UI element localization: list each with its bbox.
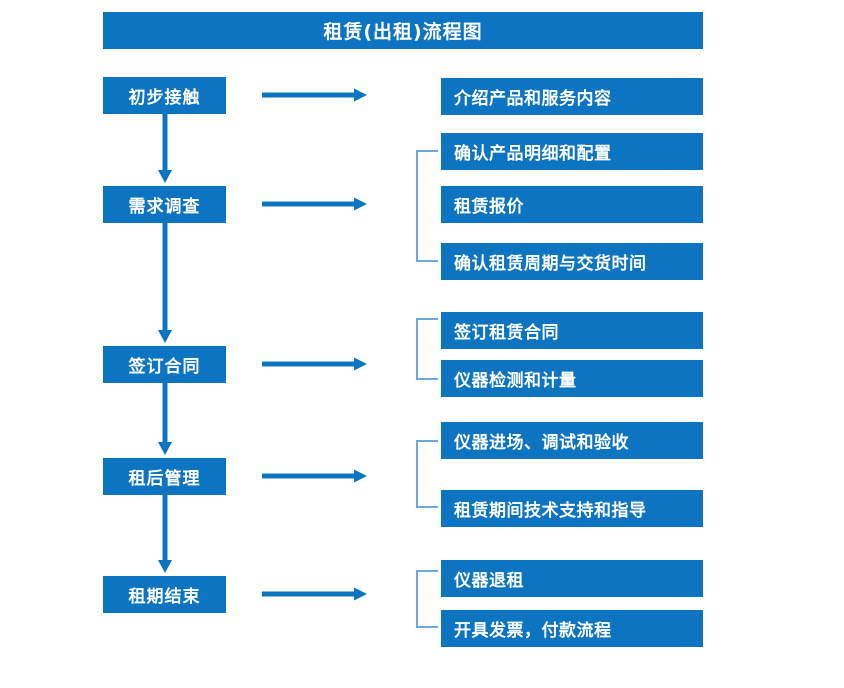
detail-box-instrument-return[interactable]: 仪器退租: [441, 560, 703, 597]
right-arrow-icon: [262, 354, 368, 374]
detail-label: 租赁报价: [454, 197, 524, 217]
stage-label: 签订合同: [128, 357, 201, 377]
stage-label: 租后管理: [128, 469, 201, 489]
right-arrow-icon: [262, 194, 368, 214]
detail-label: 租赁期间技术支持和指导: [454, 501, 647, 521]
detail-box-confirm-period-delivery[interactable]: 确认租赁周期与交货时间: [441, 243, 703, 280]
detail-box-introduce-products[interactable]: 介绍产品和服务内容: [441, 78, 703, 115]
stage-label: 初步接触: [128, 88, 201, 108]
detail-box-technical-support[interactable]: 租赁期间技术支持和指导: [441, 490, 703, 527]
detail-box-instrument-inspection[interactable]: 仪器检测和计量: [441, 360, 703, 397]
group-bracket-lease-end: [416, 570, 438, 628]
detail-box-instrument-installation[interactable]: 仪器进场、调试和验收: [441, 422, 703, 459]
group-bracket-needs-survey: [416, 150, 438, 262]
down-arrow-icon: [155, 223, 175, 344]
stage-box-post-rental-management[interactable]: 租后管理: [103, 458, 226, 495]
down-arrow-icon: [155, 495, 175, 574]
detail-label: 确认租赁周期与交货时间: [454, 254, 647, 274]
right-arrow-icon: [262, 584, 368, 604]
detail-box-invoice-payment[interactable]: 开具发票，付款流程: [441, 610, 703, 647]
right-arrow-icon: [262, 85, 368, 105]
detail-label: 签订租赁合同: [454, 323, 559, 343]
detail-label: 仪器检测和计量: [454, 371, 577, 391]
stage-box-lease-end[interactable]: 租期结束: [103, 576, 226, 613]
stage-box-sign-contract[interactable]: 签订合同: [103, 346, 226, 383]
detail-label: 仪器进场、调试和验收: [454, 433, 629, 453]
diagram-title: 租赁(出租)流程图: [103, 12, 703, 49]
detail-box-confirm-product-spec[interactable]: 确认产品明细和配置: [441, 133, 703, 170]
down-arrow-icon: [155, 383, 175, 456]
stage-box-initial-contact[interactable]: 初步接触: [103, 77, 226, 114]
right-arrow-icon: [262, 466, 368, 486]
detail-box-rental-quotation[interactable]: 租赁报价: [441, 186, 703, 223]
down-arrow-icon: [155, 114, 175, 184]
detail-label: 仪器退租: [454, 571, 524, 591]
group-bracket-post-rental: [416, 440, 438, 508]
detail-box-sign-rental-contract[interactable]: 签订租赁合同: [441, 312, 703, 349]
detail-label: 介绍产品和服务内容: [454, 89, 612, 109]
detail-label: 确认产品明细和配置: [454, 144, 612, 164]
stage-label: 需求调查: [128, 197, 201, 217]
group-bracket-sign-contract: [416, 318, 438, 380]
stage-box-needs-survey[interactable]: 需求调查: [103, 186, 226, 223]
detail-label: 开具发票，付款流程: [454, 621, 612, 641]
stage-label: 租期结束: [128, 587, 201, 607]
